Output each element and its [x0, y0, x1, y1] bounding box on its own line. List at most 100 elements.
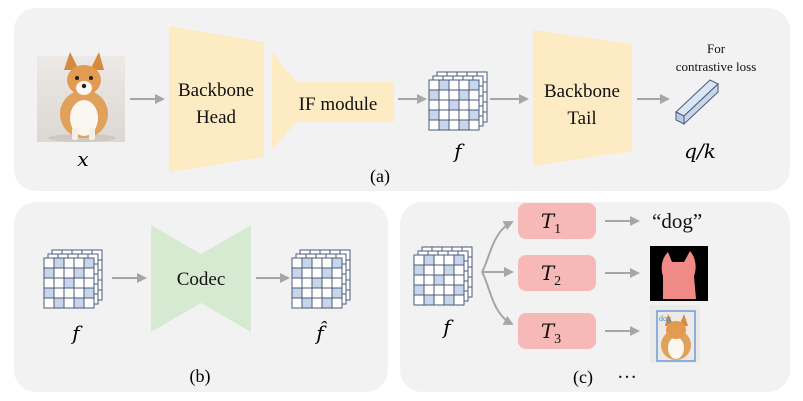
grid-cell: [448, 109, 460, 121]
input-variable-x: x: [77, 147, 88, 171]
grid-cell: [453, 284, 465, 296]
codec-block: [151, 225, 251, 332]
grid-cell: [311, 297, 323, 309]
grid-cell: [433, 294, 445, 306]
backbone-head-label-line2: Head: [196, 107, 237, 128]
feature-grid-c: [413, 246, 473, 306]
grid-cell: [63, 297, 75, 309]
grid-cell: [73, 287, 85, 299]
grid-cell: [321, 287, 333, 299]
backbone-tail-block: [533, 30, 632, 166]
grid-cell: [458, 109, 470, 121]
grid-cell: [331, 257, 343, 269]
task-ellipsis: …: [617, 361, 637, 383]
grid-cell: [43, 287, 55, 299]
task-t1-output: “dog”: [652, 209, 702, 233]
grid-cell: [468, 89, 480, 101]
panel-a: x Backbone Head IF module f Backbone Tai…: [14, 8, 790, 191]
backbone-tail-label-line1: Backbone: [544, 81, 620, 102]
grid-cell: [291, 277, 303, 289]
grid-cell: [413, 294, 425, 306]
grid-cell: [321, 257, 333, 269]
panel-b: f Codec f̂ (b): [14, 202, 388, 392]
grid-cell: [321, 277, 333, 289]
grid-cell: [301, 257, 313, 269]
task-t3-label: T3: [541, 319, 561, 347]
grid-cell: [43, 297, 55, 309]
grid-cell: [438, 119, 450, 131]
grid-cell: [73, 267, 85, 279]
grid-cell: [301, 267, 313, 279]
grid-cell: [53, 267, 65, 279]
grid-cell: [438, 99, 450, 111]
grid-cell: [53, 277, 65, 289]
grid-cell: [83, 297, 95, 309]
grid-cell: [423, 264, 435, 276]
grid-cell: [443, 294, 455, 306]
grid-cell: [83, 257, 95, 269]
grid-cell: [301, 297, 313, 309]
grid-cell: [428, 79, 440, 91]
grid-cell: [301, 277, 313, 289]
grid-cell: [423, 254, 435, 266]
panel-c: f T1 “dog” T2 T3: [400, 202, 790, 392]
grid-cell: [468, 79, 480, 91]
panel-b-caption: (b): [190, 366, 211, 387]
grid-cell: [448, 99, 460, 111]
grid-cell: [468, 99, 480, 111]
grid-cell: [63, 287, 75, 299]
task-t2-label: T2: [541, 261, 561, 289]
grid-cell: [53, 297, 65, 309]
grid-cell: [458, 89, 470, 101]
contrastive-note-line2: contrastive loss: [676, 59, 757, 74]
branch-arrow-t3: [481, 271, 514, 325]
grid-cell: [83, 287, 95, 299]
grid-cell: [468, 109, 480, 121]
grid-cell: [443, 284, 455, 296]
grid-cell: [443, 274, 455, 286]
grid-cell: [43, 257, 55, 269]
grid-cell: [428, 119, 440, 131]
output-vector-icon: [675, 79, 719, 126]
task-t3-box: T3: [518, 313, 596, 349]
backbone-head-label-line1: Backbone: [178, 80, 254, 101]
grid-cell: [453, 274, 465, 286]
grid-cell: [448, 119, 460, 131]
input-dog-image: [37, 52, 125, 142]
grid-cell: [438, 79, 450, 91]
detection-box-label: dog: [659, 314, 671, 323]
grid-cell: [468, 119, 480, 131]
grid-cell: [331, 287, 343, 299]
grid-cell: [311, 277, 323, 289]
grid-cell: [413, 264, 425, 276]
panel-a-caption: (a): [370, 166, 390, 187]
panel-c-caption: (c): [573, 367, 593, 388]
grid-cell: [83, 277, 95, 289]
output-variable-qk: q/k: [684, 139, 716, 163]
grid-cell: [443, 264, 455, 276]
grid-cell: [301, 287, 313, 299]
grid-cell: [413, 274, 425, 286]
task-t2-box: T2: [518, 255, 596, 291]
if-module-block: [272, 52, 394, 150]
grid-cell: [43, 267, 55, 279]
grid-cell: [413, 284, 425, 296]
grid-cell: [443, 254, 455, 266]
segmentation-mask-image: [650, 246, 708, 301]
grid-cell: [433, 284, 445, 296]
grid-cell: [311, 267, 323, 279]
grid-cell: [291, 267, 303, 279]
backbone-tail-label-line2: Tail: [567, 108, 596, 129]
grid-cell: [53, 257, 65, 269]
branch-arrow-t1: [481, 221, 514, 273]
grid-cell: [83, 267, 95, 279]
grid-cell: [73, 297, 85, 309]
grid-cell: [453, 294, 465, 306]
backbone-head-block: [169, 26, 264, 172]
grid-cell: [63, 267, 75, 279]
grid-cell: [433, 254, 445, 266]
grid-cell: [438, 89, 450, 101]
feature-grid-b-output: [291, 249, 351, 309]
contrastive-note-line1: For: [707, 41, 726, 56]
detection-image: dog: [650, 305, 700, 363]
